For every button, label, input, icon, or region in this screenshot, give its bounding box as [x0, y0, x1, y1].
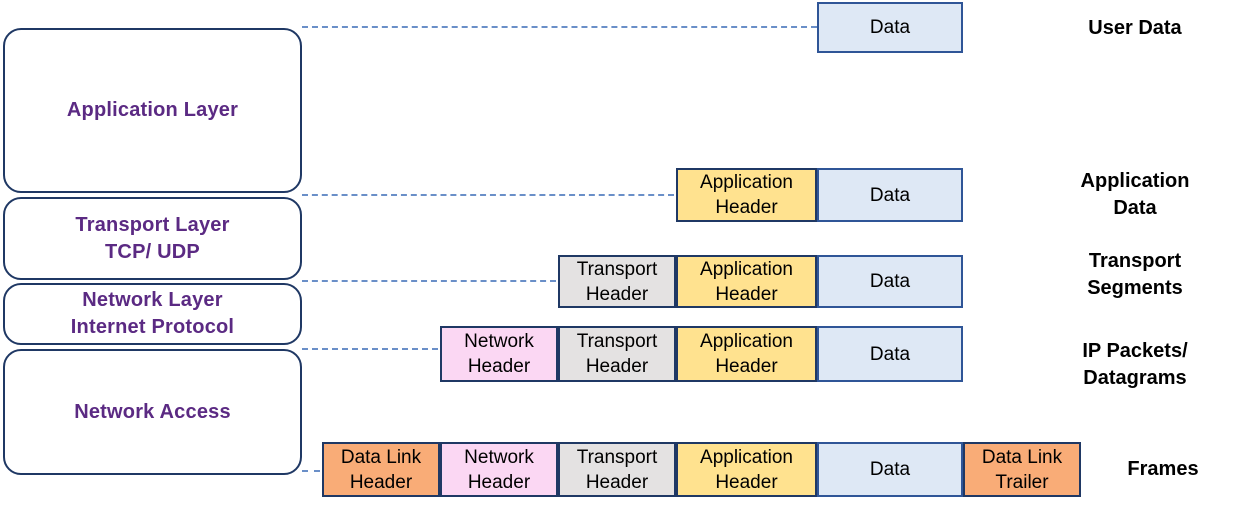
data-box: Data [817, 168, 963, 222]
row-label-line: Data [1113, 197, 1157, 219]
layer-box-transport: Transport Layer TCP/ UDP [3, 197, 302, 280]
layer-label: Network Access [74, 400, 231, 423]
data-box: Data [817, 326, 963, 382]
data-link-header-box: Data Link Header [322, 442, 440, 497]
transport-header-box: Transport Header [558, 255, 676, 308]
layer-label: Internet Protocol [70, 316, 235, 338]
cell-text: Transport [576, 331, 658, 352]
connector-dashed-line-network [302, 348, 438, 350]
cell-text: Header [585, 356, 649, 377]
row-label-ip-packets: IP Packets/ Datagrams [1060, 338, 1210, 392]
row-label-line: Segments [1087, 277, 1183, 299]
cell-text: Application [700, 331, 793, 352]
application-header-box: Application Header [676, 326, 817, 382]
cell-text: Application [700, 172, 793, 193]
layer-box-application: Application Layer [3, 28, 302, 193]
layer-label: Network Layer [82, 289, 223, 311]
row-label-line: IP Packets/ [1082, 340, 1188, 362]
cell-text: Header [715, 471, 778, 493]
network-header-box: Network Header [440, 442, 558, 497]
cell-text: Header [349, 471, 413, 493]
cell-text: Data [869, 17, 911, 38]
cell-text: Data [869, 459, 911, 480]
cell-text: Header [715, 197, 778, 218]
layer-box-network-access: Network Access [3, 349, 302, 475]
row-label-application-data: Application Data [1060, 168, 1210, 222]
cell-text: Data [869, 343, 911, 365]
cell-text: Header [585, 471, 649, 493]
application-header-box: Application Header [676, 442, 817, 497]
cell-text: Header [715, 283, 778, 305]
data-box: Data [817, 255, 963, 308]
application-header-box: Application Header [676, 168, 817, 222]
cell-text: Data [869, 184, 911, 206]
cell-text: Network [464, 331, 534, 352]
cell-text: Header [585, 283, 649, 305]
cell-text: Header [467, 356, 531, 377]
row-label-frames: Frames [1088, 456, 1237, 483]
row-label-line: Transport [1088, 250, 1182, 272]
connector-dashed-line-application [302, 194, 674, 196]
row-label-line: Application [1080, 170, 1190, 192]
cell-text: Header [715, 356, 778, 377]
row-label-line: User Data [1088, 17, 1182, 39]
row-label-transport-segments: Transport Segments [1060, 248, 1210, 302]
cell-text: Header [467, 471, 531, 493]
cell-text: Data Link [981, 446, 1063, 468]
cell-text: Data Link [340, 446, 422, 468]
data-box: Data [817, 2, 963, 53]
transport-header-box: Transport Header [558, 442, 676, 497]
application-header-box: Application Header [676, 255, 817, 308]
layer-box-network: Network Layer Internet Protocol [3, 283, 302, 345]
cell-text: Network [464, 446, 534, 468]
cell-text: Trailer [995, 471, 1049, 493]
row-label-user-data: User Data [1060, 15, 1210, 42]
network-header-box: Network Header [440, 326, 558, 382]
row-label-line: Datagrams [1083, 367, 1187, 389]
connector-dashed-line-frames [302, 470, 320, 472]
data-link-trailer-box: Data Link Trailer [963, 442, 1081, 497]
layer-label: Application Layer [66, 99, 239, 121]
connector-dashed-line-transport [302, 280, 556, 282]
layer-label: Transport Layer [75, 213, 230, 236]
data-box: Data [817, 442, 963, 497]
layer-label: TCP/ UDP [105, 240, 200, 263]
row-label-line: Frames [1127, 458, 1199, 480]
cell-text: Application [700, 258, 793, 280]
cell-text: Transport [576, 446, 658, 468]
cell-text: Transport [576, 258, 658, 280]
cell-text: Data [869, 271, 911, 292]
transport-header-box: Transport Header [558, 326, 676, 382]
connector-dashed-line-user-data [302, 26, 817, 28]
cell-text: Application [700, 446, 793, 468]
